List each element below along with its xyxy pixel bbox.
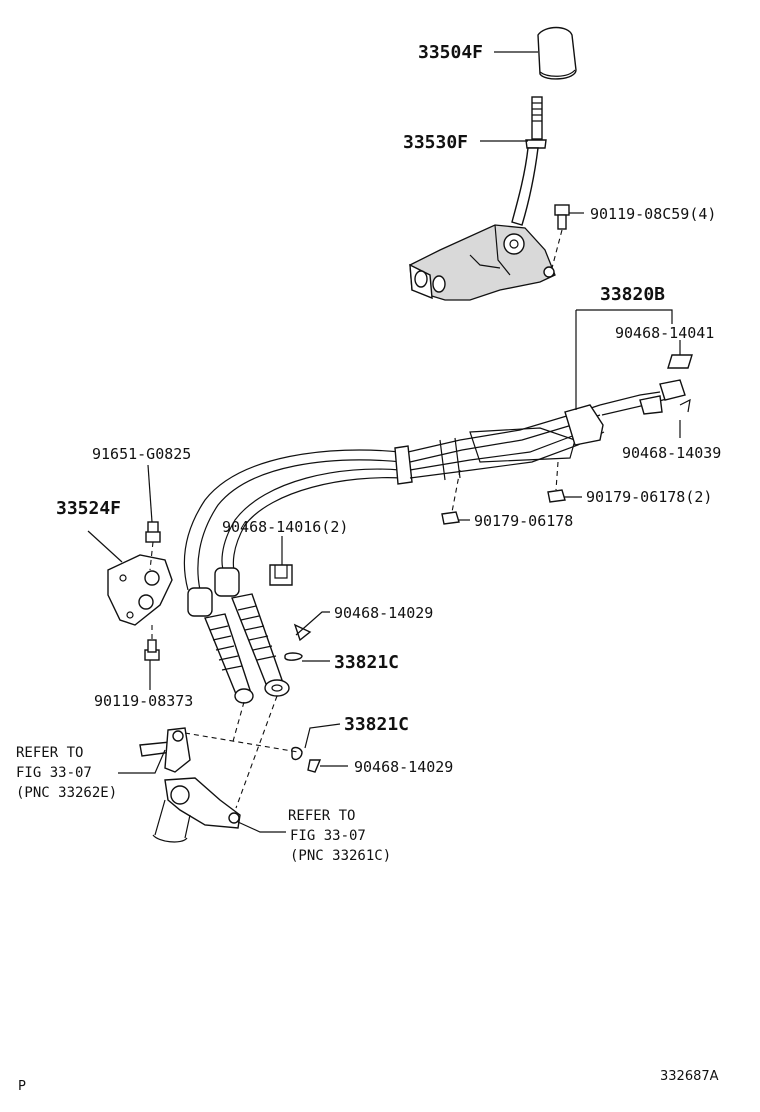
left-bracket-drawing <box>107 521 173 661</box>
shift-knob-drawing <box>537 26 577 80</box>
label-retainer: 90468-14016(2) <box>222 518 348 536</box>
page-mark: P <box>18 1079 26 1094</box>
figure-id: 332687A <box>660 1069 719 1084</box>
label-clip-low: 90468-14029 <box>354 758 453 776</box>
cable-boots-drawing <box>187 567 290 704</box>
bolt-top-drawing <box>551 204 570 269</box>
lower-linkage-drawing <box>139 695 299 843</box>
label-washer-mid: 33821C <box>334 652 399 673</box>
refer-left-line2: FIG 33-07 <box>16 765 92 781</box>
label-nut-center: 90179-06178 <box>474 512 573 530</box>
shift-lever-drawing <box>511 96 547 226</box>
label-clip-mid: 90468-14029 <box>334 604 433 622</box>
shift-cables-drawing <box>183 379 686 591</box>
label-nut-right: 90179-06178(2) <box>586 488 712 506</box>
label-clip-right: 90468-14039 <box>622 444 721 462</box>
label-bracket: 33524F <box>56 498 121 519</box>
label-bolt-left-top: 91651-G0825 <box>92 445 191 463</box>
shift-housing-drawing <box>409 224 556 301</box>
refer-right-line2: FIG 33-07 <box>290 828 366 844</box>
label-clip-top: 90468-14041 <box>615 324 714 342</box>
label-bolt-left-bottom: 90119-08373 <box>94 692 193 710</box>
leader-lines <box>87 51 681 833</box>
refer-right-line1: REFER TO <box>288 808 355 824</box>
refer-left-line1: REFER TO <box>16 745 83 761</box>
label-washer-low: 33821C <box>344 714 409 735</box>
small-parts-drawing <box>269 354 693 773</box>
label-cable-assy: 33820B <box>600 284 665 305</box>
label-bolt-top: 90119-08C59(4) <box>590 205 716 223</box>
refer-right-line3: (PNC 33261C) <box>290 848 391 864</box>
label-lever: 33530F <box>403 132 468 153</box>
refer-left-line3: (PNC 33262E) <box>16 785 117 801</box>
label-knob: 33504F <box>418 42 483 63</box>
